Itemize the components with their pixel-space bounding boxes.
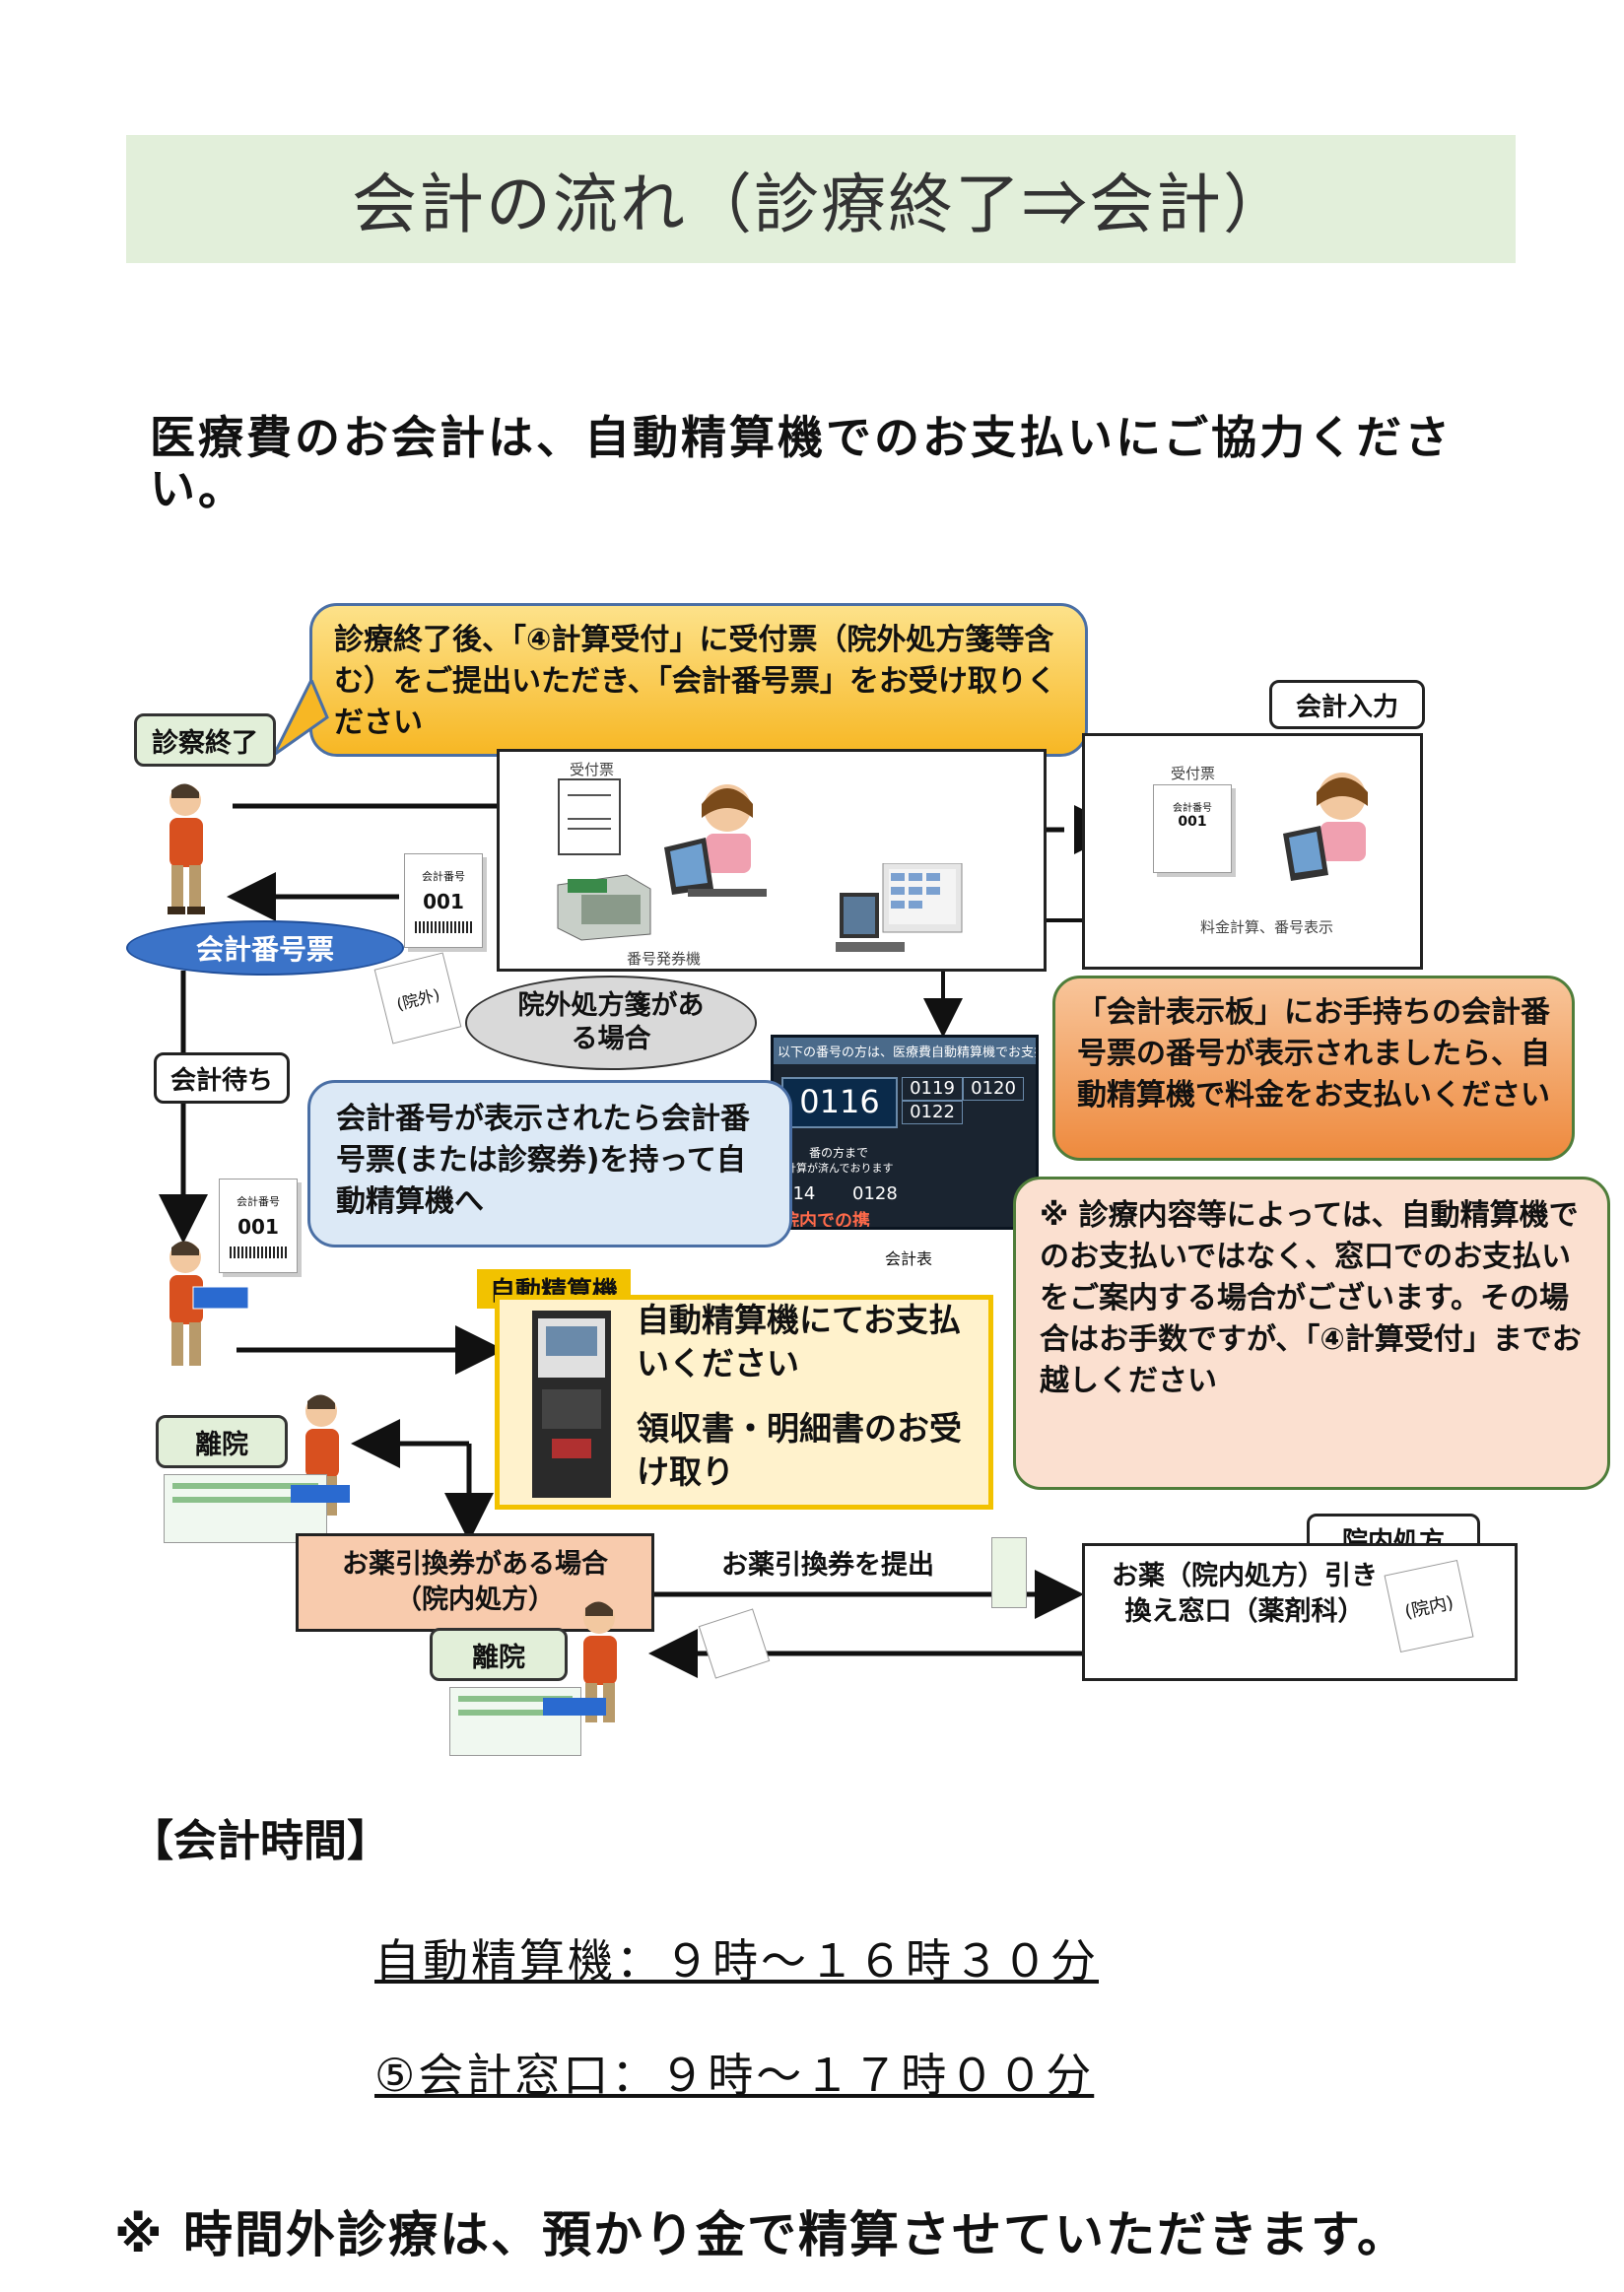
tag-riin-2-label: 離院 xyxy=(472,1642,525,1673)
bubble-display-board-instructions: 「会計表示板」にお手持ちの会計番号票の番号が表示されましたら、自動精算機で料金を… xyxy=(1052,976,1575,1161)
label-uketsukehyo-2: 受付票 xyxy=(1171,765,1216,782)
tag-riin-1-label: 離院 xyxy=(195,1429,248,1460)
label-uketsukehyo: 受付票 xyxy=(570,761,615,778)
board-big-number: 0116 xyxy=(781,1077,898,1128)
kaikei-display-board: 以下の番号の方は、医療費自動精算機でお支払い 0116 0119 0120 01… xyxy=(771,1035,1039,1230)
ticket1-head: 会計番号 xyxy=(422,870,465,883)
accounting-ticket-number: 001 xyxy=(1178,814,1207,830)
barcode-icon xyxy=(415,921,472,933)
bubble-go-to-seisanki: 会計番号が表示されたら会計番号票(または診察券)を持って自動精算機へ xyxy=(307,1080,792,1247)
ticket2-head: 会計番号 xyxy=(237,1195,280,1208)
bubble-ingai-shohousen: 院外処方箋がある場合 xyxy=(465,976,757,1070)
label-kaikei-hyoujiban: 会計表 xyxy=(885,1249,933,1268)
bubble-yellow-text: 診療終了後、「④計算受付」に受付票（院外処方箋等含む）をご提出いただき、「会計番… xyxy=(334,623,1056,740)
bubble-reception-instructions: 診療終了後、「④計算受付」に受付票（院外処方箋等含む）をご提出いただき、「会計番… xyxy=(309,603,1088,757)
receipt-papers-icon-2 xyxy=(449,1687,606,1756)
board-header: 以下の番号の方は、医療費自動精算機でお支払い xyxy=(774,1038,1036,1064)
kaikei-bangou-ticket-1: 会計番号 001 xyxy=(404,853,483,948)
seisanki-instruction-2: 領収書・明細書のお受け取り xyxy=(637,1409,962,1491)
okusuri-hikikaeken-icon xyxy=(991,1537,1027,1608)
intro-text: 医療費のお会計は、自動精算機でのお支払いにご協力ください。 xyxy=(150,411,1454,515)
label-okusuri-teishutsu: お薬引換券を提出 xyxy=(721,1550,934,1581)
board-bottom-number-1: 0128 xyxy=(852,1183,898,1204)
okusuri-box-text: お薬引換券がある場合（院内処方） xyxy=(342,1549,608,1615)
staff-figure-accounting xyxy=(1283,773,1368,881)
ticket-issuing-machine-icon xyxy=(557,874,651,941)
hours-seisanki: 自動精算機：９時～１６時３０分 xyxy=(374,1934,1099,1988)
seisanki-instruction-1: 自動精算機にてお支払いください xyxy=(637,1301,962,1382)
barcode-icon-2 xyxy=(230,1247,287,1258)
seisanki-machine-icon xyxy=(532,1311,611,1498)
board-number-0119: 0119 xyxy=(902,1077,963,1101)
tag-kaikei-machi-label: 会計待ち xyxy=(169,1065,273,1096)
tag-kaikei-machi: 会計待ち xyxy=(154,1052,290,1104)
uketsukehyo-paper-icon xyxy=(558,778,621,855)
board-sub: 番の方まで xyxy=(809,1146,869,1160)
tag-kaikei-nyuryoku: 会計入力 xyxy=(1269,680,1425,729)
patient-figure-2 xyxy=(169,1241,249,1366)
receipt-papers-icon-1 xyxy=(164,1474,350,1543)
bubble-pink-text: ※ 診療内容等によっては、自動精算機でのお支払いではなく、窓口でのお支払いをご案… xyxy=(1040,1198,1582,1398)
tag-shinsatsu-shuryo: 診察終了 xyxy=(134,713,276,767)
ingai-bubble-text: 院外処方箋がある場合 xyxy=(517,990,705,1054)
page-title: 会計の流れ（診療終了⇒会計） xyxy=(352,167,1290,242)
board-bottom-text: 院内での携 xyxy=(781,1211,870,1230)
label-ryokin-keisan: 料金計算、番号表示 xyxy=(1200,918,1334,936)
tag-shinsatsu-label: 診察終了 xyxy=(152,727,258,759)
accounting-ticket-icon: 会計番号 001 xyxy=(1153,784,1232,873)
bubble-window-payment-note: ※ 診療内容等によっては、自動精算機でのお支払いではなく、窓口でのお支払いをご案… xyxy=(1013,1177,1610,1490)
ticket2-number: 001 xyxy=(237,1215,279,1239)
board-sub2: 計算が済んでおります xyxy=(785,1162,894,1175)
kaikei-bangouhyou-label: 会計番号票 xyxy=(195,933,334,966)
hours-heading: 【会計時間】 xyxy=(130,1816,390,1866)
bubble-yellow-tail xyxy=(272,680,329,757)
accounting-input-area xyxy=(1082,733,1423,970)
board-number-0120: 0120 xyxy=(963,1077,1024,1101)
footer-note: ※ 時間外診療は、預かり金で精算させていただきます。 xyxy=(114,2206,1409,2263)
ingai-icon-label: (院外) xyxy=(394,984,442,1015)
accounting-ticket-head: 会計番号 xyxy=(1173,803,1212,814)
tag-riin-2: 離院 xyxy=(430,1628,568,1681)
tag-kaikei-nyuryoku-label: 会計入力 xyxy=(1295,692,1398,722)
terminal-monitor-icon xyxy=(836,863,963,952)
patient-figure-1 xyxy=(168,783,205,914)
ticket1-number: 001 xyxy=(423,890,464,913)
okusuri-window-text: お薬（院内処方）引き換え窓口（薬剤科） xyxy=(1112,1561,1378,1627)
bubble-blue-text: 会計番号が表示されたら会計番号票(または診察券)を持って自動精算機へ xyxy=(336,1102,750,1219)
staff-figure-reception xyxy=(664,784,767,897)
label-bangou-hakkenki: 番号発券機 xyxy=(627,950,702,968)
board-number-0122: 0122 xyxy=(902,1101,963,1124)
innai-prescription-icon: (院内) xyxy=(1384,1559,1474,1653)
innai-icon-label: (院内) xyxy=(1402,1591,1455,1623)
ellipse-kaikei-bangouhyou: 会計番号票 xyxy=(126,920,404,976)
tag-riin-1: 離院 xyxy=(156,1415,288,1468)
patient-figure-3 xyxy=(305,1394,339,1516)
hours-kaikei-madoguchi: ⑤会計窓口：９時～１７時００分 xyxy=(374,2049,1095,2102)
title-band: 会計の流れ（診療終了⇒会計） xyxy=(126,135,1516,263)
kaikei-bangou-ticket-2: 会計番号 001 xyxy=(219,1179,298,1273)
bubble-orange-text: 「会計表示板」にお手持ちの会計番号票の番号が表示されましたら、自動精算機で料金を… xyxy=(1077,995,1550,1112)
